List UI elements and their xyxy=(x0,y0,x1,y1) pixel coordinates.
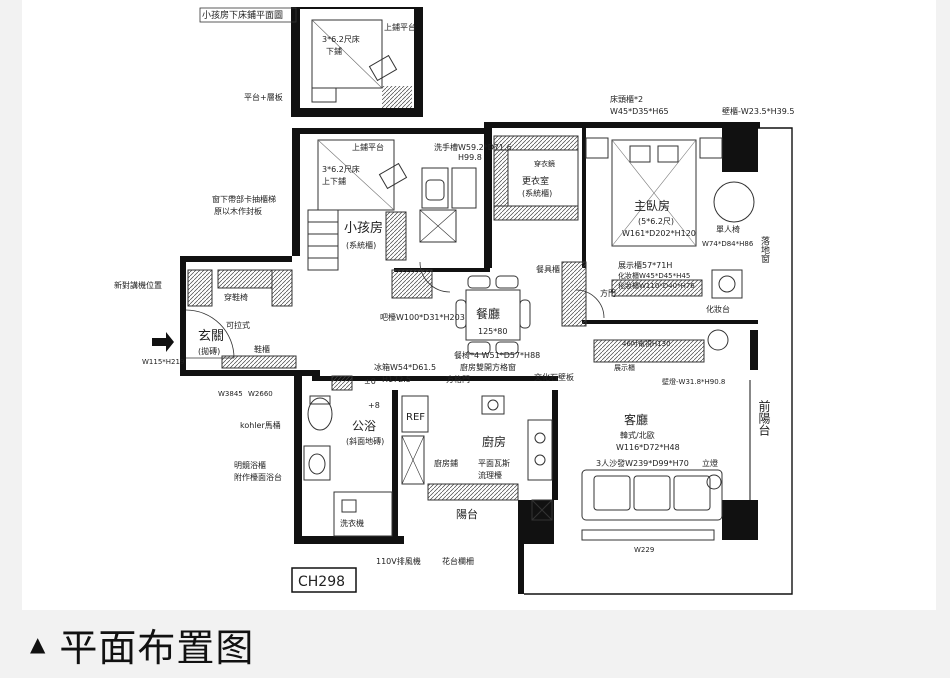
kitchen-note: 平面瓦斯 xyxy=(478,458,510,468)
dining-label: 餐廳 xyxy=(476,306,500,321)
living-dim: W116*D72*H48 xyxy=(616,443,680,452)
balcony-label: 陽台 xyxy=(456,507,478,521)
living-room xyxy=(581,329,729,541)
wardrobe-top: 床頭櫃*2 xyxy=(610,94,643,104)
image-card: 小孩房下床鋪平面圖 上鋪平台 3*6.2尺床 下鋪 平台+層板 xyxy=(22,0,936,610)
balcony-outline xyxy=(524,127,793,595)
master-bed: W161*D202*H120 xyxy=(622,229,696,238)
basin-note-2: 附作檯面浴台 xyxy=(234,472,282,482)
kitchen xyxy=(401,395,553,521)
tv-wall: 46吋電視H130 xyxy=(622,339,671,348)
dining-cab: 餐具櫃 xyxy=(536,264,560,274)
living-label: 客廳 xyxy=(624,412,648,427)
fridge-label: REF xyxy=(406,412,425,423)
master-sub: (5*6.2尺) xyxy=(638,217,674,226)
window-seat-note: 窗下帶部卡抽櫃梯 xyxy=(212,194,276,204)
fan-note: 110V排風機 xyxy=(376,556,421,566)
wardrobe-dim: W45*D35*H65 xyxy=(610,107,669,116)
vanity: 化妝櫃W45*D45*H45 xyxy=(618,271,690,280)
sofa-note: 3人沙發W239*D99*H70 xyxy=(596,459,689,468)
kitchen-label: 廚房 xyxy=(482,434,506,449)
vanity-label: 化妝台 xyxy=(706,304,730,314)
code-box xyxy=(291,567,357,593)
living-sub: 韓式/北歐 xyxy=(620,430,655,440)
basin-note: 明鏡浴櫃 xyxy=(234,460,266,470)
kid-bed-text: 3*6.2尺床 xyxy=(322,164,360,174)
bath-sub: (斜面地磚) xyxy=(346,436,384,446)
vent-note: W229 xyxy=(634,546,654,554)
door-note: 可拉式 xyxy=(226,320,250,330)
outer-walls xyxy=(180,122,760,594)
bath-label: 公浴 xyxy=(352,419,376,433)
inset-plan xyxy=(291,7,423,117)
kid-room xyxy=(307,139,408,271)
bathroom xyxy=(303,375,393,537)
single-chair: 單人椅 xyxy=(716,224,740,234)
inset-bed-label: 3*6.2尺床 xyxy=(322,34,360,44)
kid-small-note: 廚房鋪 xyxy=(434,458,458,468)
bar-note: 吧檯W100*D31*H203 xyxy=(380,312,465,322)
closet-mirror: 穿衣鏡 xyxy=(534,159,555,168)
dining-sub: 125*80 xyxy=(478,327,507,336)
closet-label: 更衣室 xyxy=(522,175,549,187)
master-room xyxy=(585,137,755,299)
wash-note: 洗衣機 xyxy=(340,518,364,528)
cab-dims: W3845 xyxy=(218,390,243,398)
sink-dim: 洗手槽W59.2*D71.6 xyxy=(434,142,512,152)
front-balcony: 前陽台 xyxy=(757,399,771,436)
closet-sub: (系統櫃) xyxy=(522,188,552,198)
shoes-label: 穿鞋椅 xyxy=(224,292,248,302)
new-door: 新對講機位置 xyxy=(114,280,162,290)
small-bath xyxy=(419,167,477,243)
wine-note: 冰箱W54*D61.5 xyxy=(374,362,436,372)
tea-note: 文化石壁板 xyxy=(534,372,574,382)
entry-dim: W115*H219 xyxy=(142,358,184,366)
wall-note: 壁燈-W31.8*H90.8 xyxy=(662,377,725,386)
entry-label: 玄關 xyxy=(198,329,224,344)
lamp-note: 立燈 xyxy=(702,458,718,468)
closet xyxy=(493,135,579,221)
caption-marker-icon: ▲ xyxy=(30,632,46,656)
shoe-cab: 鞋櫃 xyxy=(254,344,270,354)
floor-window: 落地窗 xyxy=(759,235,770,264)
sink-dim-2: H99.8 xyxy=(458,153,482,162)
floor-plan: 小孩房下床鋪平面圖 上鋪平台 3*6.2尺床 下鋪 平台+層板 xyxy=(114,7,794,595)
inset-platform-note: 平台+層板 xyxy=(244,92,283,102)
window-seat-note-2: 原以木作封板 xyxy=(214,206,262,216)
fangmen: 方門 xyxy=(600,288,616,298)
kohler-note: kohler馬桶 xyxy=(240,420,281,430)
kid-room-label: 小孩房 xyxy=(344,220,383,236)
chair-note: 餐椅*4 W51*D57*H88 xyxy=(454,350,540,360)
display-note: 展示櫃 xyxy=(614,363,635,372)
plan-code: CH298 xyxy=(298,574,345,590)
cab-dims-2: W2660 xyxy=(248,390,273,398)
small-note: 方格門 xyxy=(446,374,470,384)
plus8: +8 xyxy=(368,401,380,410)
vanity2: 化妝櫃W110*D40*H76 xyxy=(618,281,695,290)
inset-upper-platform: 上鋪平台 xyxy=(384,22,416,32)
inset-title: 小孩房下床鋪平面圖 xyxy=(202,9,283,21)
wine-note-2: H172.5 xyxy=(382,375,411,384)
wall-cab: 壁櫃-W23.5*H39.5 xyxy=(722,106,794,116)
entry-sub: (拋磚) xyxy=(198,346,220,356)
caption: ▲ 平面布置图 xyxy=(30,618,254,670)
tv-cab: 展示櫃57*71H xyxy=(618,260,672,270)
kid-bed-text-2: 上下鋪 xyxy=(322,176,346,186)
entry xyxy=(152,269,297,369)
kid-upper-platform: 上鋪平台 xyxy=(352,142,384,152)
hood-note: 廚房雙開方格窗 xyxy=(460,362,516,372)
inset-bed-label-2: 下鋪 xyxy=(326,46,342,56)
kid-room-sub: (系統櫃) xyxy=(346,240,376,250)
chair-dim: W74*D84*H86 xyxy=(702,240,754,248)
master-label: 主臥房 xyxy=(634,198,670,213)
caption-text: 平面布置图 xyxy=(59,625,255,670)
plus0: ±0 xyxy=(364,377,376,386)
kitchen-note-2: 流理檯 xyxy=(478,470,502,480)
dryer-note: 花台欄柵 xyxy=(442,556,474,566)
dining xyxy=(391,261,605,355)
